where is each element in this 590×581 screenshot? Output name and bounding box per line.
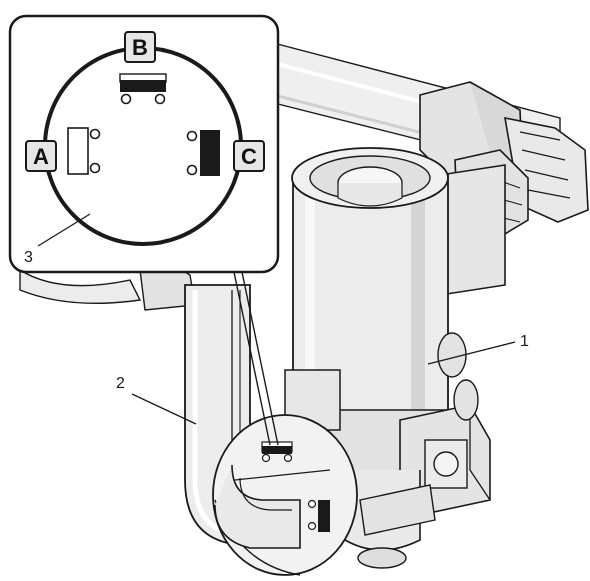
- indicator-position-c: [186, 130, 220, 176]
- disc-indicator-right: [307, 499, 330, 532]
- badge-position-c: C: [233, 140, 265, 172]
- badge-a-label: A: [33, 144, 49, 169]
- indicator-position-b: [119, 73, 167, 105]
- badge-position-a: A: [25, 140, 57, 172]
- position-disc: [212, 414, 358, 576]
- callout-1: 1: [427, 333, 529, 365]
- detail-inset: B A C 3: [8, 14, 280, 274]
- badge-c-label: C: [241, 144, 257, 169]
- callout-1-label: 1: [520, 333, 529, 350]
- indicator-position-a: [67, 127, 101, 175]
- badge-b-label: B: [132, 35, 148, 60]
- callout-3-leader: [37, 213, 91, 247]
- callout-2: 2: [116, 375, 197, 425]
- callout-3-label: 3: [24, 249, 33, 266]
- callout-2-label: 2: [116, 375, 125, 392]
- left-pipe-stub: [19, 266, 196, 311]
- disc-indicator-top: [261, 441, 293, 463]
- detail-connector-lines: [233, 271, 279, 446]
- badge-position-b: B: [124, 31, 156, 63]
